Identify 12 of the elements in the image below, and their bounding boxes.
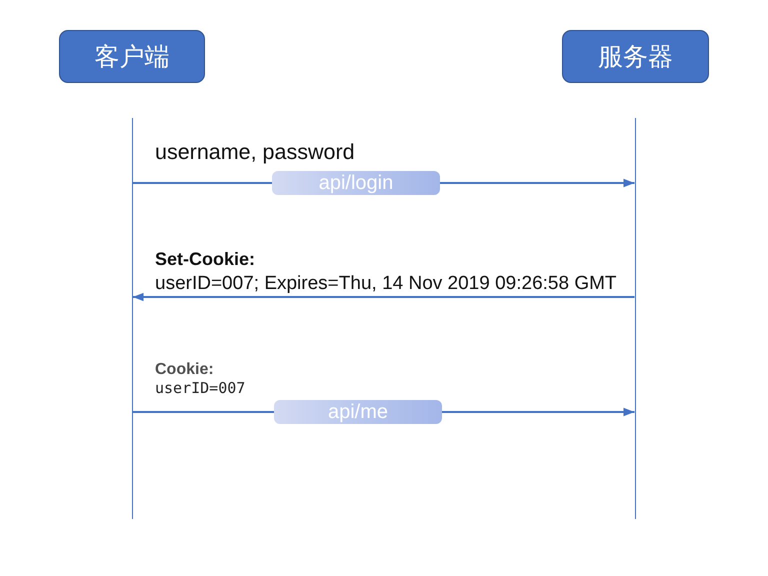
message-text: username, password xyxy=(155,140,355,165)
actor-box: 客户端 xyxy=(59,30,205,83)
edge-label: api/login xyxy=(272,171,440,195)
header-name: Cookie: xyxy=(155,361,214,380)
header-value: userID=007 xyxy=(155,380,246,398)
arrow xyxy=(132,292,634,302)
edge-label: api/me xyxy=(274,400,442,424)
header-value: userID=007; Expires=Thu, 14 Nov 2019 09:26:58 GMT xyxy=(155,273,617,295)
actor-box: 服务器 xyxy=(562,30,709,83)
header-name: Set-Cookie: xyxy=(155,249,256,270)
lifeline xyxy=(634,118,636,519)
lifeline xyxy=(132,118,133,519)
